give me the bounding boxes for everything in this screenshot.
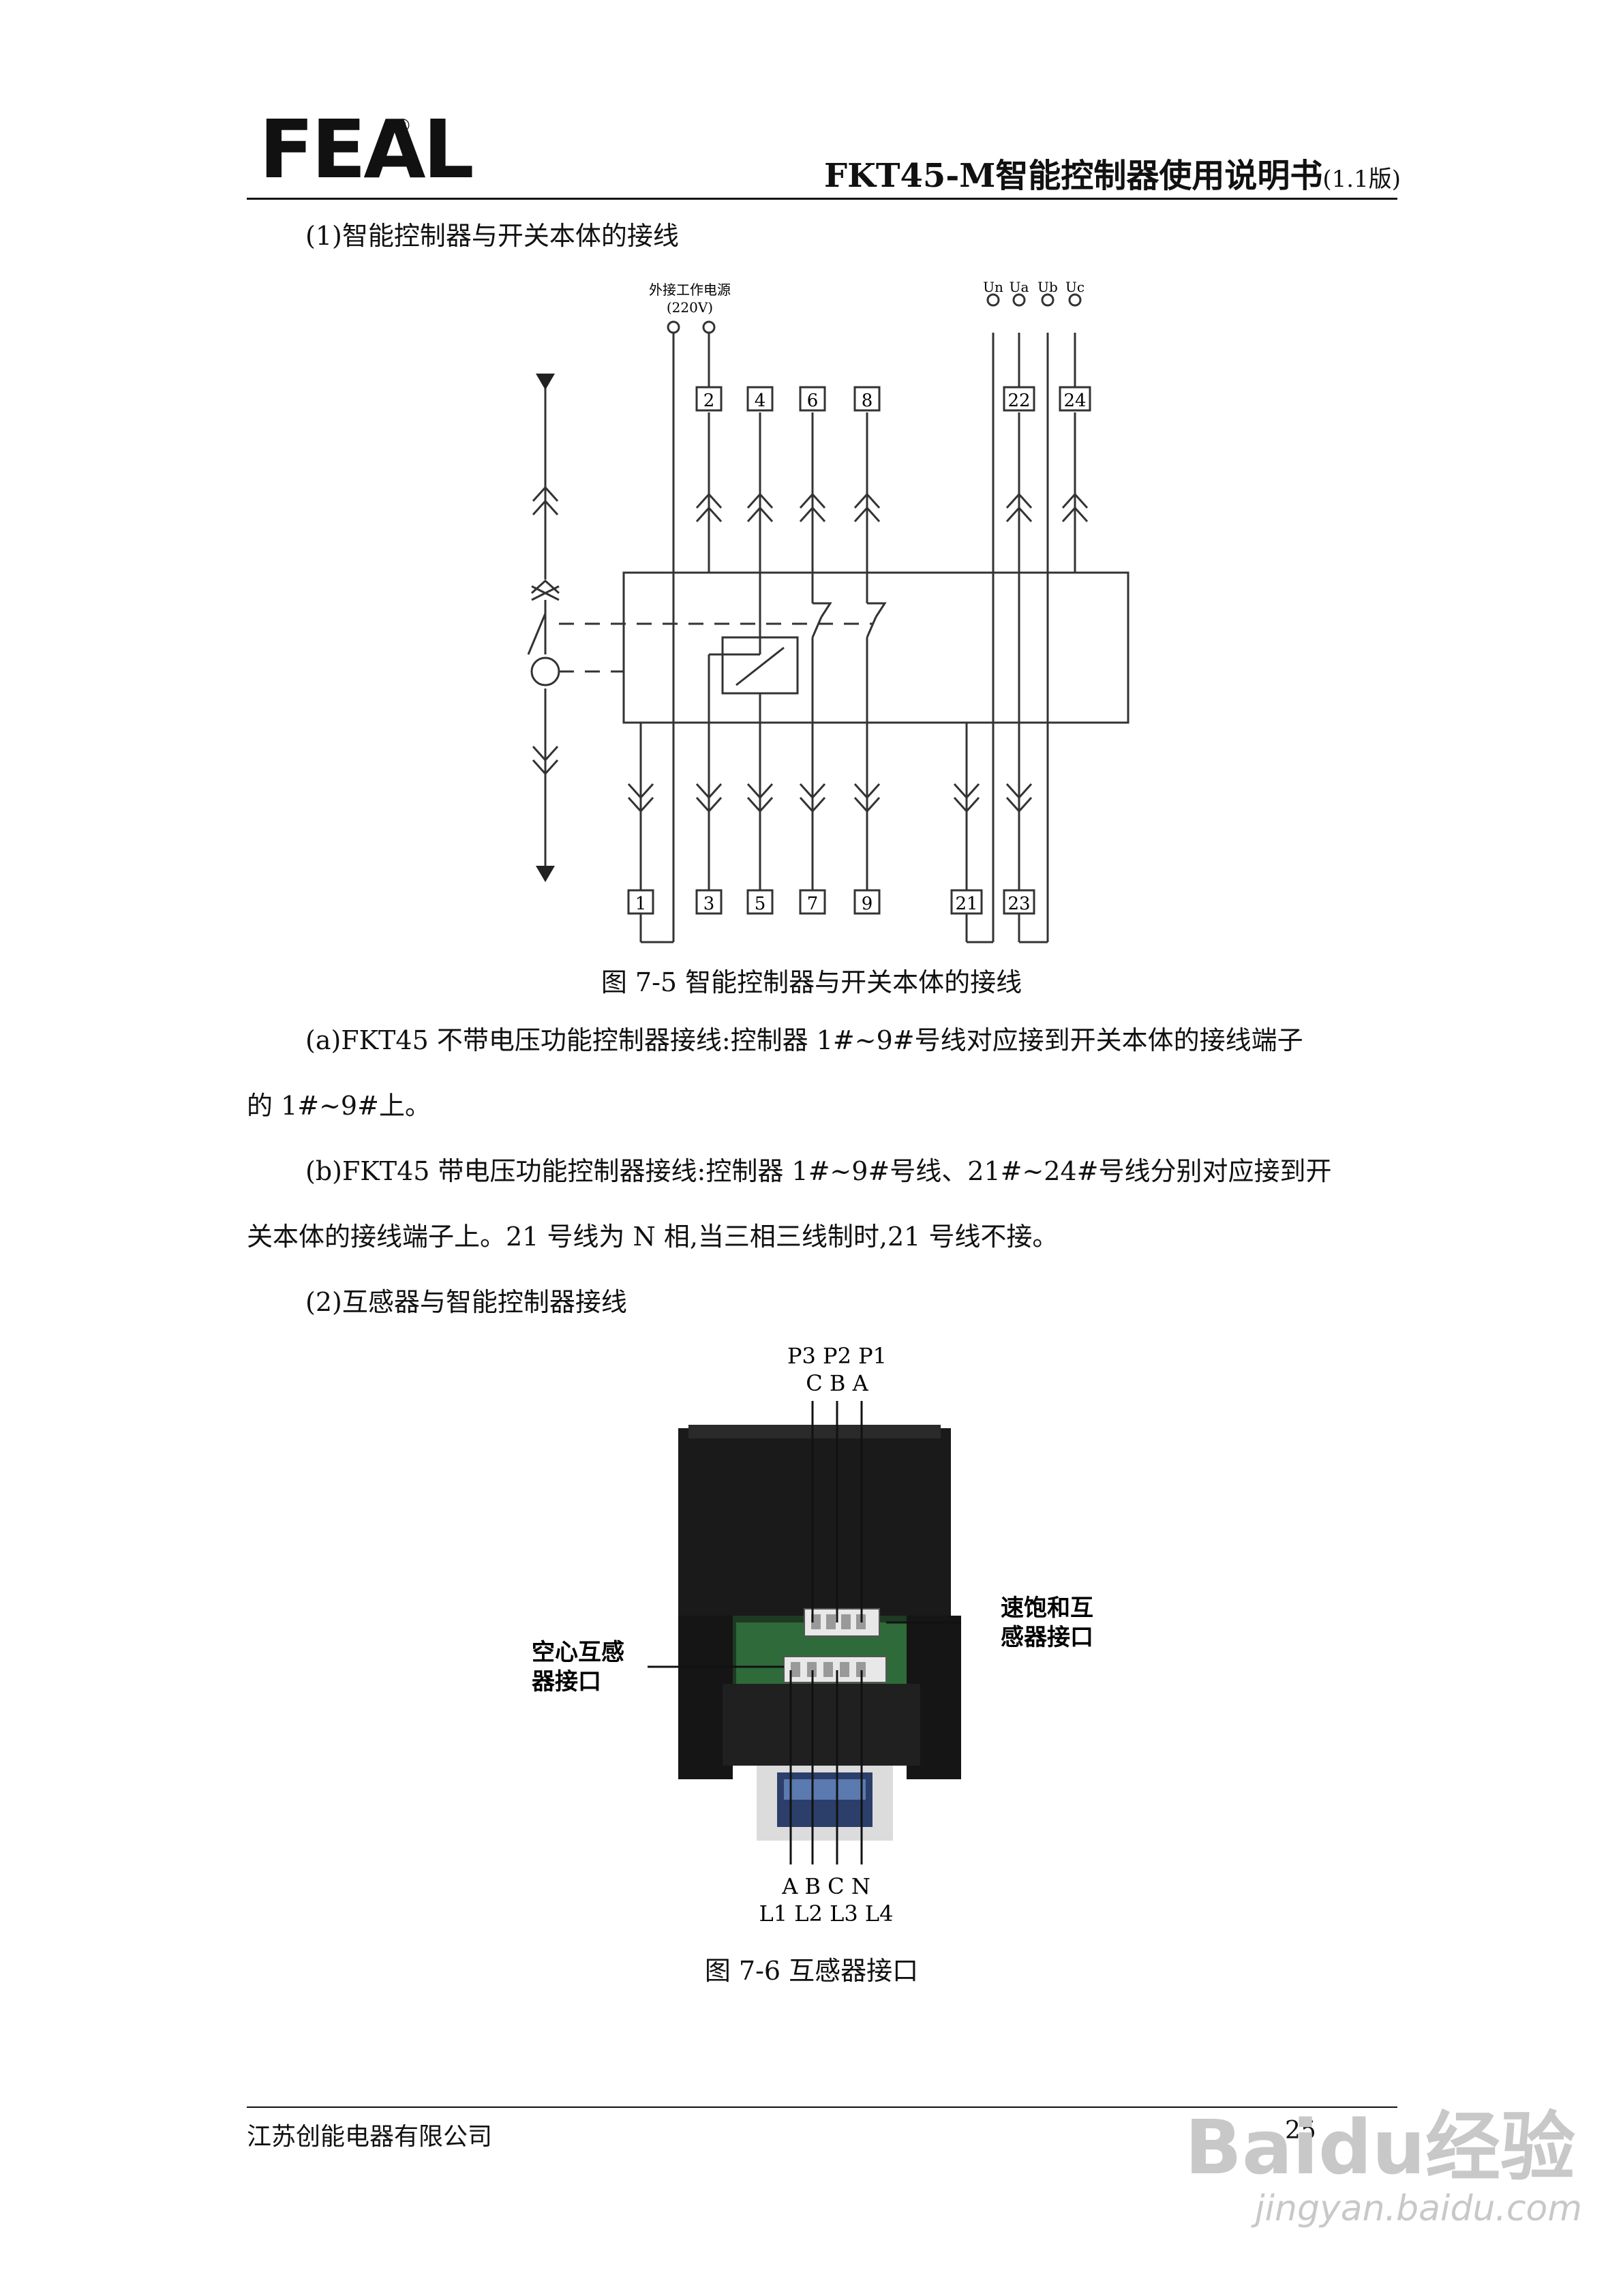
wiring-diagram: 外接工作电源 (220V) Un Ua Ub Uc 2 4 6 8 22 24 … — [527, 279, 1129, 943]
terminal-8: 8 — [862, 391, 873, 411]
phase-label-uc: Uc — [1065, 279, 1084, 295]
top-label-phase-row: C B A — [806, 1370, 868, 1396]
terminal-1: 1 — [635, 894, 647, 914]
power-voltage: (220V) — [667, 299, 713, 316]
terminal-23: 23 — [1007, 894, 1030, 914]
top-label-p-row: P3 P2 P1 — [787, 1343, 887, 1369]
document-version: (1.1版) — [1322, 166, 1401, 193]
paragraph-a-line1: (a)FKT45 不带电压功能控制器接线:控制器 1#~9#号线对应接到开关本体… — [305, 1025, 1303, 1055]
terminal-3: 3 — [703, 894, 715, 914]
paragraph-b-line2: 关本体的接线端子上。21 号线为 N 相,当三相三线制时,21 号线不接。 — [247, 1222, 1059, 1252]
footer-rule — [247, 2106, 1397, 2108]
saturable-label-line1: 速饱和互 — [1001, 1595, 1093, 1622]
terminal-7: 7 — [807, 894, 819, 914]
terminal-22: 22 — [1007, 391, 1030, 411]
terminal-21: 21 — [955, 894, 977, 914]
bottom-label-phase-row: A B C N — [781, 1873, 870, 1899]
paragraph-b-line1: (b)FKT45 带电压功能控制器接线:控制器 1#~9#号线、21#~24#号… — [305, 1156, 1332, 1186]
air-core-label-line1: 空心互感 — [532, 1639, 624, 1666]
terminal-6: 6 — [807, 391, 819, 411]
footer-page-number: 25 — [1285, 2117, 1316, 2145]
figure-7-6-caption: 图 7-6 互感器接口 — [704, 1956, 919, 1986]
phase-label-ub: Ub — [1037, 279, 1058, 295]
document-title-text: FKT45-M智能控制器使用说明书 — [824, 157, 1323, 195]
paragraph-a-line2: 的 1#~9#上。 — [247, 1091, 431, 1121]
baidu-watermark-brand: Baidu经验 — [1185, 2104, 1575, 2191]
document-title: FKT45-M智能控制器使用说明书(1.1版) — [824, 149, 1401, 196]
terminal-2: 2 — [703, 391, 715, 411]
transformer-interface-diagram: P3 P2 P1 C B A A B C N L1 L2 L3 L4 空心互感 … — [532, 1343, 1093, 1927]
registered-mark: ® — [394, 116, 412, 136]
feal-logo: FEAL — [259, 102, 474, 196]
terminal-5: 5 — [755, 894, 766, 914]
baidu-watermark-url: jingyan.baidu.com — [1255, 2188, 1582, 2229]
air-core-label-line2: 器接口 — [532, 1668, 601, 1695]
saturable-label-line2: 感器接口 — [1001, 1624, 1093, 1651]
terminal-24: 24 — [1063, 391, 1086, 411]
section1-heading: (1)智能控制器与开关本体的接线 — [305, 221, 679, 251]
terminal-4: 4 — [755, 391, 766, 411]
controller-photo — [678, 1425, 961, 1841]
bottom-arrowhead — [536, 866, 555, 882]
terminal-9: 9 — [862, 894, 873, 914]
section2-heading: (2)互感器与智能控制器接线 — [305, 1287, 627, 1317]
phase-label-un: Un — [983, 279, 1003, 295]
top-arrowhead — [536, 374, 555, 390]
bottom-label-l-row: L1 L2 L3 L4 — [759, 1901, 894, 1927]
figure-7-5-caption: 图 7-5 智能控制器与开关本体的接线 — [601, 967, 1022, 997]
header-rule — [247, 198, 1397, 200]
power-label: 外接工作电源 — [649, 282, 731, 298]
footer-company: 江苏创能电器有限公司 — [247, 2123, 493, 2151]
phase-label-ua: Ua — [1010, 279, 1029, 295]
